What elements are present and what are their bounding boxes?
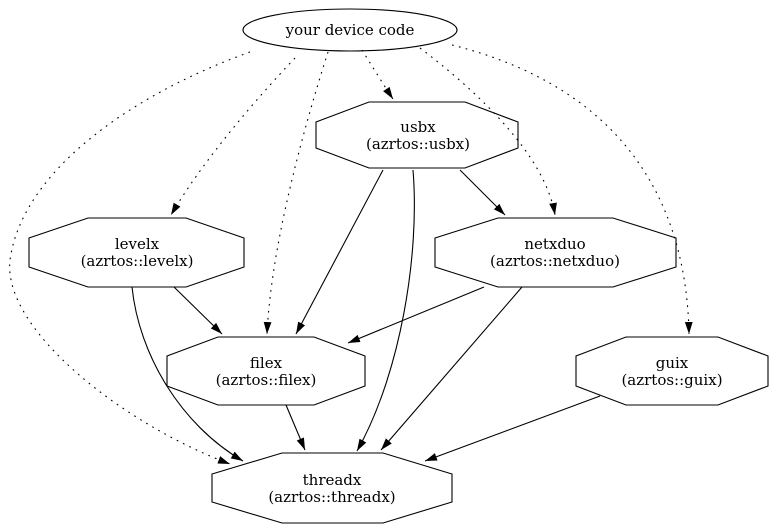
node-threadx-sublabel: (azrtos::threadx)	[268, 488, 395, 506]
node-device-shape	[242, 8, 458, 52]
edge-device-guix	[451, 44, 693, 335]
edge-guix-threadx	[424, 395, 601, 462]
node-threadx-label: threadx	[303, 471, 362, 489]
node-threadx-shape	[211, 452, 453, 524]
edge-device-threadx	[9, 51, 251, 465]
edge-device-usbx	[361, 49, 394, 100]
edge-device-filex	[263, 51, 329, 335]
edges-layer	[9, 44, 693, 465]
edge-device-netxduo	[419, 47, 557, 216]
edge-netxduo-filex	[347, 286, 485, 344]
node-levelx-shape	[28, 217, 245, 288]
node-filex-label: filex	[250, 354, 283, 372]
node-levelx: levelx (azrtos::levelx)	[28, 217, 245, 288]
node-device: your device code	[242, 8, 458, 52]
node-levelx-label: levelx	[115, 235, 160, 253]
edge-usbx-netxduo	[459, 169, 506, 216]
edge-levelx-filex	[173, 286, 223, 335]
node-usbx-label: usbx	[400, 118, 436, 136]
node-netxduo: netxduo (azrtos::netxduo)	[434, 217, 677, 288]
node-usbx: usbx (azrtos::usbx)	[315, 101, 519, 169]
edge-netxduo-threadx	[380, 286, 523, 451]
node-device-label: your device code	[285, 21, 415, 39]
node-guix-shape	[575, 336, 769, 406]
node-guix-label: guix	[656, 354, 689, 372]
node-guix-sublabel: (azrtos::guix)	[621, 371, 722, 389]
node-netxduo-sublabel: (azrtos::netxduo)	[490, 252, 620, 270]
node-guix: guix (azrtos::guix)	[575, 336, 769, 406]
edge-usbx-filex	[295, 169, 384, 335]
node-filex-shape	[166, 336, 366, 406]
node-filex-sublabel: (azrtos::filex)	[216, 371, 317, 389]
node-netxduo-shape	[434, 217, 677, 288]
node-levelx-sublabel: (azrtos::levelx)	[81, 252, 194, 270]
node-filex: filex (azrtos::filex)	[166, 336, 366, 406]
edge-usbx-threadx	[356, 169, 415, 452]
edge-device-levelx	[170, 57, 296, 216]
node-usbx-sublabel: (azrtos::usbx)	[366, 135, 470, 153]
node-threadx: threadx (azrtos::threadx)	[211, 452, 453, 524]
node-usbx-shape	[315, 101, 519, 169]
edge-filex-threadx	[285, 404, 306, 451]
node-netxduo-label: netxduo	[524, 235, 585, 253]
